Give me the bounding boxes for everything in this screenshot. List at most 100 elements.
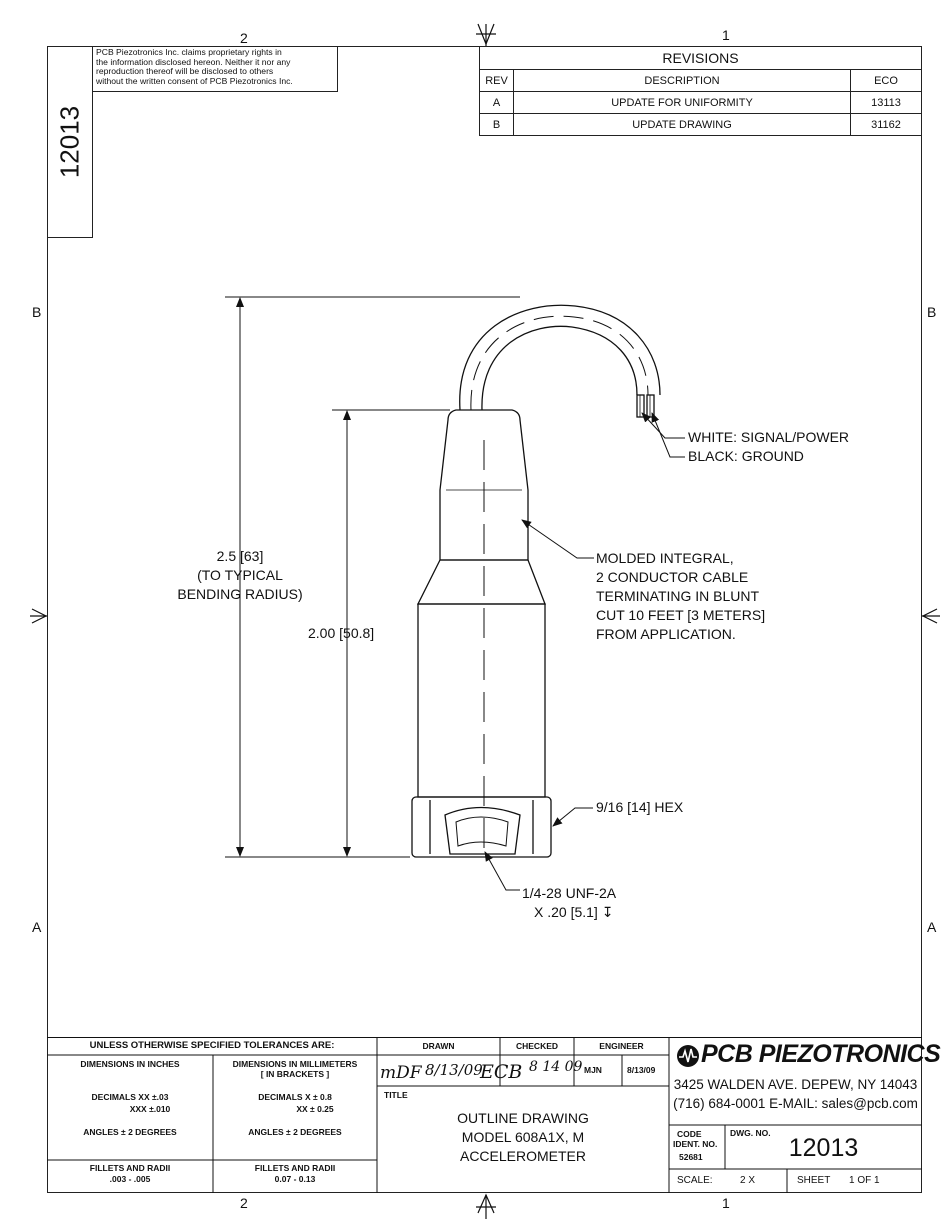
title-label: TITLE xyxy=(384,1090,408,1100)
mm-decimals: DECIMALS X ± 0.8 XX ± 0.25 xyxy=(213,1091,377,1115)
dwg-no-value: 12013 xyxy=(788,1134,859,1162)
thread-hole xyxy=(444,806,521,855)
white-wire-leader xyxy=(641,412,685,439)
zone-marker-top-1: 1 xyxy=(722,27,730,43)
thread-callout-line: X .20 [5.1] ↧ xyxy=(534,904,614,920)
zone-marker-right-a: A xyxy=(927,919,937,935)
checked-date: 8 14 09 xyxy=(529,1059,583,1075)
rev-header: REV xyxy=(479,69,514,92)
sheet-value: 1 OF 1 xyxy=(849,1175,880,1186)
mm-fillets-line: 0.07 - 0.13 xyxy=(274,1174,316,1184)
mm-header-line: DIMENSIONS IN MILLIMETERS xyxy=(232,1059,358,1069)
company-name: PCB PIEZOTRONICS xyxy=(701,1040,941,1068)
engineer-label: ENGINEER xyxy=(599,1041,644,1051)
mm-header-line: [ IN BRACKETS ] xyxy=(260,1069,330,1079)
code-ident-label: CODE IDENT. NO. xyxy=(673,1129,717,1149)
cable-callout-line: CUT 10 FEET [3 METERS] xyxy=(596,607,766,623)
cable-leader xyxy=(521,519,594,559)
revisions-table: REVISIONS REV DESCRIPTION ECO A UPDATE F… xyxy=(479,46,922,136)
hex-leader xyxy=(552,807,593,827)
side-drawing-number-box: 12013 xyxy=(47,46,93,238)
zone-marker-bottom-2: 2 xyxy=(240,1195,248,1211)
body-dimension-label: 2.00 [50.8] xyxy=(308,625,375,641)
black-wire-leader xyxy=(651,412,685,458)
proprietary-line: the information disclosed hereon. Neithe… xyxy=(96,56,291,67)
code-ident-label-line: IDENT. NO. xyxy=(673,1139,718,1149)
proprietary-line: reproduction thereof will be disclosed t… xyxy=(96,66,274,77)
drawn-label: DRAWN xyxy=(422,1041,455,1051)
thread-leader xyxy=(484,851,520,891)
white-wire-end xyxy=(636,394,645,418)
proprietary-notice: PCB Piezotronics Inc. claims proprietary… xyxy=(93,46,338,92)
dwg-no-label: DWG. NO. xyxy=(730,1128,771,1138)
hex-callout: 9/16 [14] HEX xyxy=(596,799,684,815)
drawing-title: OUTLINE DRAWING MODEL 608A1X, M ACCELERO… xyxy=(377,1109,669,1166)
company-logo: PCB PIEZOTRONICS xyxy=(675,1040,941,1071)
drawing-title-line: MODEL 608A1X, M xyxy=(461,1129,585,1145)
mm-header: DIMENSIONS IN MILLIMETERS [ IN BRACKETS … xyxy=(213,1059,377,1079)
drawing-title-line: OUTLINE DRAWING xyxy=(457,1110,589,1126)
tolerance-header: UNLESS OTHERWISE SPECIFIED TOLERANCES AR… xyxy=(89,1040,335,1051)
overall-dimension-note: (TO TYPICAL xyxy=(197,567,283,583)
sensor-body xyxy=(417,603,546,798)
zone-marker-top-2: 2 xyxy=(240,30,248,46)
scale-value: 2 X xyxy=(740,1175,756,1186)
inch-decimals-line: DECIMALS XX ±.03 xyxy=(91,1092,169,1102)
eco-cell: 13113 xyxy=(850,91,922,114)
body-taper xyxy=(416,559,546,605)
title-block: UNLESS OTHERWISE SPECIFIED TOLERANCES AR… xyxy=(47,1037,941,1193)
cable-callout-line: 2 CONDUCTOR CABLE xyxy=(596,569,749,585)
sheet-label: SHEET xyxy=(797,1175,831,1186)
description-cell: UPDATE DRAWING xyxy=(513,113,851,136)
zone-marker-bottom-1: 1 xyxy=(722,1195,730,1211)
checked-signature: ECB xyxy=(480,1061,523,1083)
engineer-name: MJN xyxy=(584,1065,602,1075)
hex-base xyxy=(411,796,552,858)
mm-decimals-line: XX ± 0.25 xyxy=(296,1104,334,1114)
overall-dimension-note: BENDING RADIUS) xyxy=(177,586,303,602)
pcb-logo-icon xyxy=(677,1045,699,1067)
zone-marker-left-a: A xyxy=(32,919,42,935)
company-contact: (716) 684-0001 E-MAIL: sales@pcb.com xyxy=(673,1096,918,1111)
drawing-title-line: ACCELEROMETER xyxy=(459,1148,587,1164)
overall-dimension-value: 2.5 [63] xyxy=(216,548,264,564)
inch-decimals: DECIMALS XX ±.03 XXX ±.010 xyxy=(47,1091,213,1115)
white-wire-label: WHITE: SIGNAL/POWER xyxy=(688,429,850,445)
thread-callout: 1/4-28 UNF-2A X .20 [5.1] ↧ xyxy=(522,884,616,922)
mm-fillets-line: FILLETS AND RADII xyxy=(254,1163,336,1173)
code-ident-value: 52681 xyxy=(679,1152,703,1162)
zone-marker-left-b: B xyxy=(32,304,42,320)
mm-decimals-line: DECIMALS X ± 0.8 xyxy=(258,1092,332,1102)
inch-header: DIMENSIONS IN INCHES xyxy=(80,1059,180,1069)
cable-callout: MOLDED INTEGRAL, 2 CONDUCTOR CABLE TERMI… xyxy=(596,549,765,644)
thread-callout-line: 1/4-28 UNF-2A xyxy=(522,885,617,901)
inch-decimals-line: XXX ±.010 xyxy=(129,1104,171,1114)
mm-angles: ANGLES ± 2 DEGREES xyxy=(248,1127,342,1137)
cable-centerline xyxy=(470,315,649,411)
overall-dimension-label: 2.5 [63] (TO TYPICAL BENDING RADIUS) xyxy=(165,547,315,604)
title-block-grid xyxy=(47,1037,922,1193)
cable-inner-edge xyxy=(481,325,638,411)
inch-angles: ANGLES ± 2 DEGREES xyxy=(83,1127,177,1137)
drawn-signature: mDF xyxy=(380,1063,422,1083)
black-wire-label: BLACK: GROUND xyxy=(688,448,804,464)
zone-marker-right-b: B xyxy=(927,304,937,320)
rev-cell: B xyxy=(479,113,514,136)
cable-callout-line: TERMINATING IN BLUNT xyxy=(596,588,760,604)
cable-callout-line: FROM APPLICATION. xyxy=(596,626,736,642)
cable-outer-edge xyxy=(459,304,661,411)
table-row: B UPDATE DRAWING 31162 xyxy=(479,113,922,136)
proprietary-line: without the written consent of PCB Piezo… xyxy=(96,75,293,86)
scale-label: SCALE: xyxy=(677,1175,713,1186)
mm-fillets: FILLETS AND RADII 0.07 - 0.13 xyxy=(213,1163,377,1185)
code-ident-label-line: CODE xyxy=(677,1129,702,1139)
inch-fillets: FILLETS AND RADII .003 - .005 xyxy=(47,1163,213,1185)
inch-fillets-line: FILLETS AND RADII xyxy=(89,1163,171,1173)
checked-label: CHECKED xyxy=(515,1041,559,1051)
drawn-date: 8/13/09 xyxy=(425,1061,483,1079)
cable-callout-line: MOLDED INTEGRAL, xyxy=(596,550,734,566)
company-address: 3425 WALDEN AVE. DEPEW, NY 14043 xyxy=(673,1077,918,1092)
proprietary-line: PCB Piezotronics Inc. claims proprietary… xyxy=(96,47,282,57)
